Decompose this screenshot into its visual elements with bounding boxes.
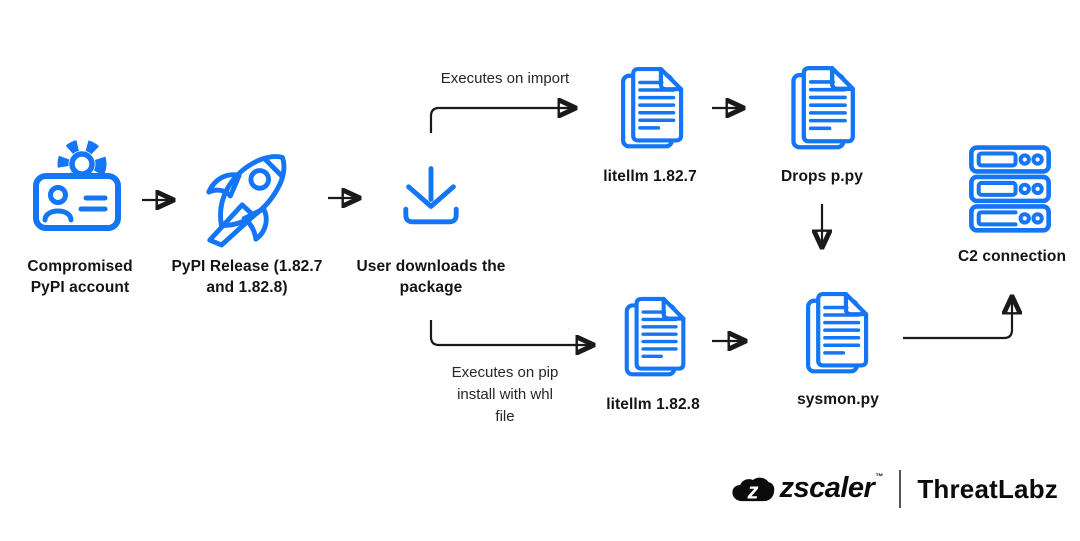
label-c2-connection: C2 connection — [957, 248, 1067, 265]
label-user-downloads: User downloads the package — [356, 258, 506, 296]
arrow-pip-branch — [429, 320, 592, 345]
arrow-import-branch — [429, 108, 574, 133]
svg-text:z: z — [747, 478, 759, 503]
annotation-executes-on-pip: Executes on pip install with whl file — [451, 364, 559, 425]
threatlabz-wordmark: ThreatLabz — [917, 473, 1058, 504]
brand-divider — [899, 470, 902, 508]
label-sysmon-py: sysmon.py — [797, 391, 879, 408]
download-icon — [396, 160, 466, 236]
label-litellm-1828: litellm 1.82.8 — [606, 396, 700, 413]
zscaler-wordmark: zscaler — [779, 471, 875, 504]
id-card-gear-icon — [30, 130, 130, 242]
brand-lockup: z zscaler ™ ThreatLabz — [731, 466, 1058, 512]
documents-icon — [608, 60, 692, 152]
documents-icon — [612, 289, 694, 381]
label-litellm-1827: litellm 1.82.7 — [603, 168, 697, 185]
annotation-executes-on-import: Executes on import — [440, 70, 570, 87]
documents-icon — [793, 285, 877, 377]
label-drops-ppy: Drops p.py — [781, 168, 863, 185]
label-pypi-release: PyPI Release (1.82.7 and 1.82.8) — [171, 258, 323, 296]
server-stack-icon — [964, 141, 1056, 235]
arrow-sysmon-to-c2 — [903, 298, 1012, 340]
trademark-symbol: ™ — [875, 471, 884, 481]
zscaler-logo: z zscaler ™ — [731, 468, 883, 511]
zscaler-cloud-icon: z — [732, 477, 775, 503]
rocket-icon — [198, 146, 296, 250]
label-compromised-pypi-account: Compromised PyPI account — [27, 258, 133, 296]
documents-icon — [778, 60, 864, 152]
